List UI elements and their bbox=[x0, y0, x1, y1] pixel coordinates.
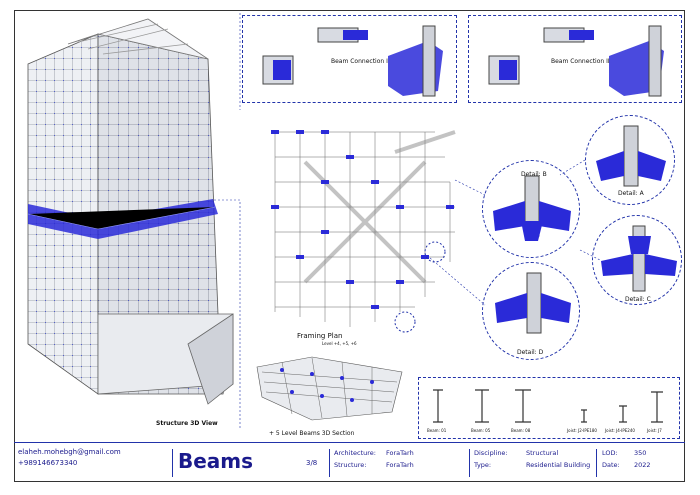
label-framing-plan: Framing Plan bbox=[297, 332, 343, 340]
beam-connection-1-panel: Beam Connection I bbox=[242, 15, 457, 103]
phone-text: +989146673340 bbox=[18, 459, 78, 467]
label-beams-3d: + 5 Level Beams 3D Section bbox=[269, 430, 355, 437]
architecture-label: Architecture: bbox=[334, 449, 376, 457]
type-value: Residential Building bbox=[526, 461, 591, 469]
detail-d-circle: Detail: D bbox=[482, 262, 580, 360]
architecture-structure: Architecture: ForaTarh Structure: ForaTarh bbox=[334, 447, 474, 479]
contact-info: elaheh.mohebgh@gmail.com +989146673340 bbox=[18, 447, 168, 479]
label-detail-c: Detail: C bbox=[625, 296, 651, 303]
discipline-label: Discipline: bbox=[474, 449, 508, 457]
lod-label: LOD: bbox=[602, 449, 618, 457]
label-beam-connection-1: Beam Connection I bbox=[331, 58, 388, 65]
section-label-1: Beam: 05 bbox=[471, 428, 491, 433]
beam-connection-2-drawing bbox=[488, 25, 664, 97]
title-separator-2 bbox=[329, 449, 330, 477]
date-value: 2022 bbox=[634, 461, 651, 469]
discipline-type: Discipline: Structural Type: Residential B… bbox=[474, 447, 604, 479]
section-label-2: Beam: 08 bbox=[511, 428, 531, 433]
title-separator-3 bbox=[469, 449, 470, 477]
structure-value: ForaTarh bbox=[386, 461, 414, 469]
label-detail-a: Detail: A bbox=[618, 190, 644, 197]
lod-value: 350 bbox=[634, 449, 647, 457]
label-detail-d: Detail: D bbox=[517, 349, 544, 356]
section-label-4: Joist: J4-IPE240 bbox=[605, 428, 635, 433]
lod-date: LOD: 350 Date: 2022 bbox=[602, 447, 682, 479]
structure-3d-view bbox=[27, 18, 234, 405]
beam-sections-drawing bbox=[433, 389, 663, 423]
sheet-title: Beams bbox=[178, 449, 254, 473]
detail-b-circle: Detail: B bbox=[482, 160, 580, 258]
beam-connection-2-panel: Beam Connection II bbox=[468, 15, 682, 103]
email-text: elaheh.mohebgh@gmail.com bbox=[18, 448, 121, 456]
title-block: elaheh.mohebgh@gmail.com +989146673340 B… bbox=[14, 442, 685, 482]
beam-connection-1-drawing bbox=[262, 25, 443, 97]
label-beam-connection-2: Beam Connection II bbox=[551, 58, 610, 65]
drawing-sheet bbox=[14, 10, 685, 482]
discipline-value: Structural bbox=[526, 449, 559, 457]
architecture-value: ForaTarh bbox=[386, 449, 414, 457]
label-framing-plan-levels: Level +4, +5, +6 bbox=[322, 341, 357, 346]
label-structure-3d: Structure 3D View bbox=[156, 420, 218, 427]
level-beams-3d-drawing bbox=[256, 356, 403, 421]
sheet-number: 3/8 bbox=[306, 459, 318, 467]
detail-c-circle: Detail: C bbox=[592, 215, 682, 305]
framing-plan-drawing bbox=[271, 130, 456, 333]
detail-a-circle: Detail: A bbox=[585, 115, 675, 205]
section-label-5: Joist: J7 bbox=[647, 428, 662, 433]
section-label-0: Beam: 01 bbox=[427, 428, 447, 433]
title-separator-4 bbox=[596, 449, 597, 477]
type-label: Type: bbox=[474, 461, 492, 469]
title-separator-1 bbox=[172, 449, 173, 477]
label-detail-b: Detail: B bbox=[521, 171, 547, 178]
structure-label: Structure: bbox=[334, 461, 367, 469]
beam-sections-panel: Beam: 01 Beam: 05 Beam: 08 Joist: J2-IPE… bbox=[418, 377, 680, 439]
date-label: Date: bbox=[602, 461, 620, 469]
section-label-3: Joist: J2-IPE180 bbox=[567, 428, 597, 433]
